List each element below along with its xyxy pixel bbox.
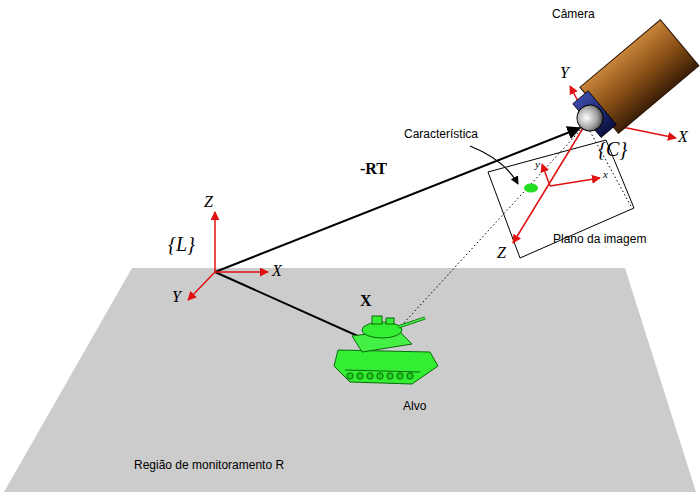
local-frame-axes: [188, 212, 268, 300]
axis-name: y: [535, 158, 540, 170]
feature-callout: [470, 146, 538, 193]
tank-target: [334, 316, 438, 384]
axis-name: x: [603, 168, 608, 180]
tank-wheel: [367, 373, 373, 379]
frame-name: {L}: [168, 233, 195, 255]
tank-wheel: [387, 373, 393, 379]
target-label: Alvo: [403, 400, 426, 413]
vector-name: -RT: [360, 160, 387, 178]
feature-label: Característica: [404, 128, 478, 141]
axis-name: X: [678, 128, 688, 146]
tank-wheel: [357, 373, 363, 379]
image-plane-label: Plano da imagem: [553, 233, 646, 246]
tank-wheel: [397, 373, 403, 379]
axis-name: Z: [497, 244, 506, 262]
axis-name: Y: [172, 288, 181, 306]
frame-name: {C}: [598, 138, 627, 160]
tank-wheel: [347, 373, 353, 379]
axis-name: Y: [560, 64, 569, 82]
camera-axes: [513, 86, 676, 243]
tank-wheel: [377, 373, 383, 379]
axis-name: X: [272, 262, 282, 280]
tank-wheel: [407, 373, 413, 379]
axis-name: Z: [204, 193, 213, 211]
region-label: Região de monitoramento R: [134, 458, 284, 472]
camera-label: Câmera: [552, 8, 595, 21]
vector-name: X: [360, 292, 372, 310]
camera-icon: [561, 20, 699, 150]
